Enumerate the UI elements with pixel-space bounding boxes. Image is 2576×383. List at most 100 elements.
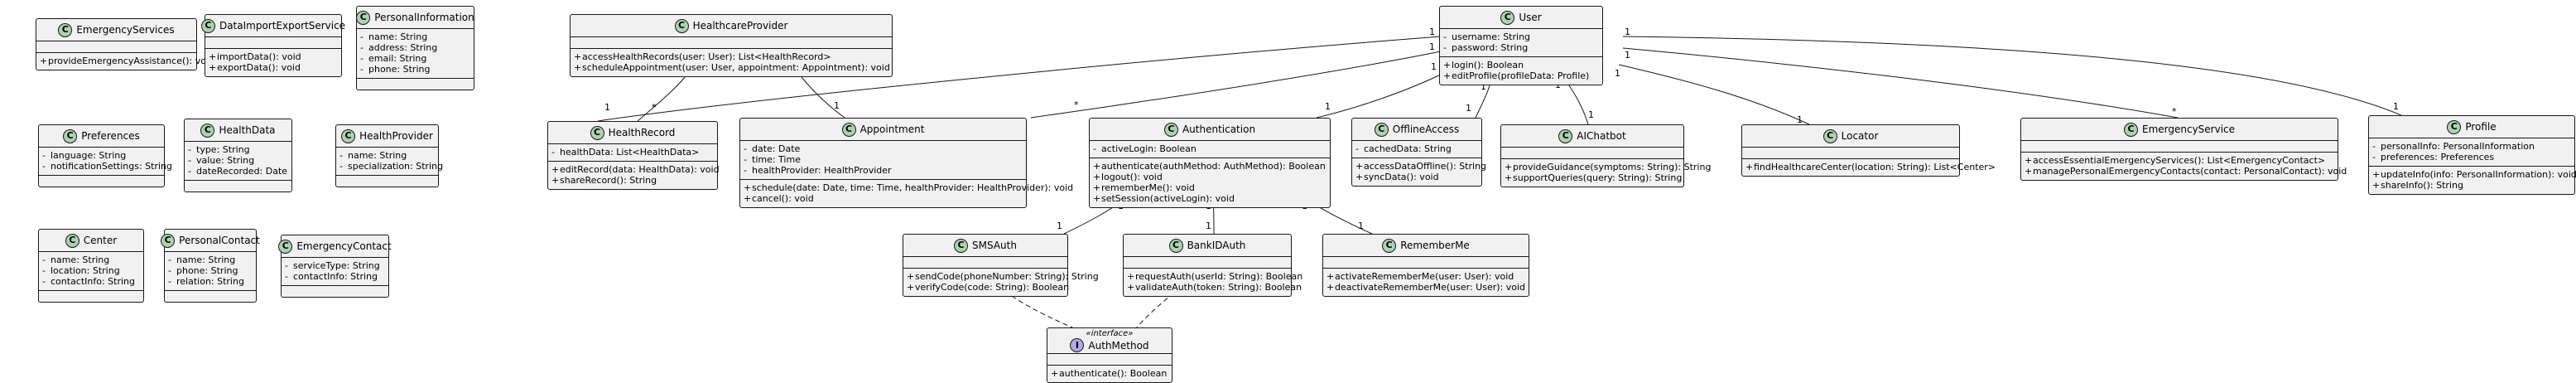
attribute-section: -name: String -phone: String -relation: …	[165, 251, 256, 290]
visibility-marker: +	[907, 270, 915, 282]
attribute-section: -type: String -value: String -dateRecord…	[185, 141, 291, 180]
attribute-section: -language: String -notificationSettings:…	[39, 147, 172, 175]
attribute-text: dateRecorded: Date	[196, 165, 288, 177]
multiplicity-label: 1	[1358, 221, 1364, 231]
attribute-row: -address: String	[360, 42, 470, 53]
class-badge-icon: C	[1168, 238, 1183, 253]
method-text: editRecord(data: HealthData): void	[560, 163, 720, 175]
class-badge-icon: C	[200, 18, 215, 33]
visibility-marker: -	[285, 259, 288, 271]
attribute-row: -email: String	[360, 53, 470, 64]
edge-user-appointment	[1030, 51, 1442, 119]
method-text: provideGuidance(symptoms: String): Strin…	[1513, 161, 1712, 172]
method-row: +exportData(): void	[209, 62, 338, 73]
visibility-marker: -	[188, 154, 191, 166]
attribute-section: -cachedData: String	[1352, 140, 1481, 158]
method-row: +editRecord(data: HealthData): void	[551, 164, 720, 175]
visibility-marker: -	[188, 165, 191, 177]
attribute-row: -dateRecorded: Date	[188, 166, 288, 177]
class-name: DataImportExportService	[219, 20, 346, 32]
attribute-text: healthData: List<HealthData>	[560, 146, 700, 158]
method-text: supportQueries(query: String): String	[1513, 172, 1683, 183]
method-text: validateAuth(token: String): Boolean	[1135, 281, 1302, 293]
attribute-text: name: String	[51, 254, 110, 265]
attribute-text: name: String	[368, 31, 428, 42]
class-name: HealthProvider	[359, 130, 433, 142]
class-badge-icon: C	[954, 238, 969, 253]
method-row: +authenticate(): Boolean	[1051, 368, 1168, 379]
interface-badge-icon: I	[1070, 338, 1085, 352]
attribute-row: -personalInfo: PersonalInformation	[2372, 141, 2571, 152]
visibility-marker: +	[1745, 161, 1754, 172]
attribute-section: -serviceType: String -contactInfo: Strin…	[282, 257, 388, 285]
attribute-text: date: Date	[752, 143, 801, 154]
attribute-text: name: String	[348, 149, 407, 161]
visibility-marker: -	[42, 264, 46, 276]
visibility-marker: -	[42, 149, 46, 161]
attribute-text: serviceType: String	[293, 259, 380, 271]
method-text: requestAuth(userId: String): Boolean	[1135, 270, 1303, 282]
attribute-text: relation: String	[176, 275, 244, 287]
attribute-row: -name: String	[360, 32, 470, 42]
method-section	[357, 78, 474, 90]
method-row: +provideGuidance(symptoms: String): Stri…	[1505, 162, 1711, 172]
visibility-marker: -	[551, 146, 555, 158]
visibility-marker: +	[574, 61, 582, 73]
class-badge-icon: C	[2447, 119, 2462, 134]
method-text: verifyCode(code: String): Boolean	[915, 281, 1070, 293]
attribute-row: -name: String	[168, 255, 253, 265]
method-row: +findHealthcareCenter(location: String):…	[1745, 161, 1996, 172]
attribute-row: -name: String	[42, 255, 140, 265]
method-row: +logout(): void	[1093, 172, 1327, 182]
attribute-section: -healthData: List<HealthData>	[548, 143, 717, 161]
attribute-row: -type: String	[188, 144, 288, 155]
method-section	[165, 290, 256, 302]
method-text: exportData(): void	[217, 61, 301, 73]
attribute-section	[36, 41, 196, 52]
multiplicity-label: 1	[1429, 27, 1435, 37]
visibility-marker: +	[1355, 171, 1364, 182]
visibility-marker: +	[744, 192, 752, 204]
attribute-row: -phone: String	[168, 265, 253, 276]
visibility-marker: -	[42, 275, 46, 287]
visibility-marker: +	[1443, 59, 1452, 70]
visibility-marker: +	[209, 51, 217, 62]
attribute-row: -date: Date	[744, 143, 1023, 154]
class-name: Locator	[1841, 130, 1879, 142]
multiplicity-label: 1	[1625, 50, 1630, 61]
visibility-marker: +	[1505, 172, 1513, 183]
multiplicity-label: 1	[1625, 27, 1630, 37]
edge-user-profile	[1622, 36, 2402, 116]
visibility-marker: +	[574, 51, 582, 62]
class-badge-icon: C	[341, 128, 356, 143]
attribute-row: -value: String	[188, 155, 288, 166]
class-badge-icon: C	[2123, 122, 2138, 137]
attribute-text: cachedData: String	[1364, 143, 1452, 154]
method-section: +activateRememberMe(user: User): void +d…	[1323, 268, 1529, 296]
visibility-marker: +	[2372, 179, 2381, 191]
attribute-text: notificationSettings: String	[51, 160, 173, 172]
